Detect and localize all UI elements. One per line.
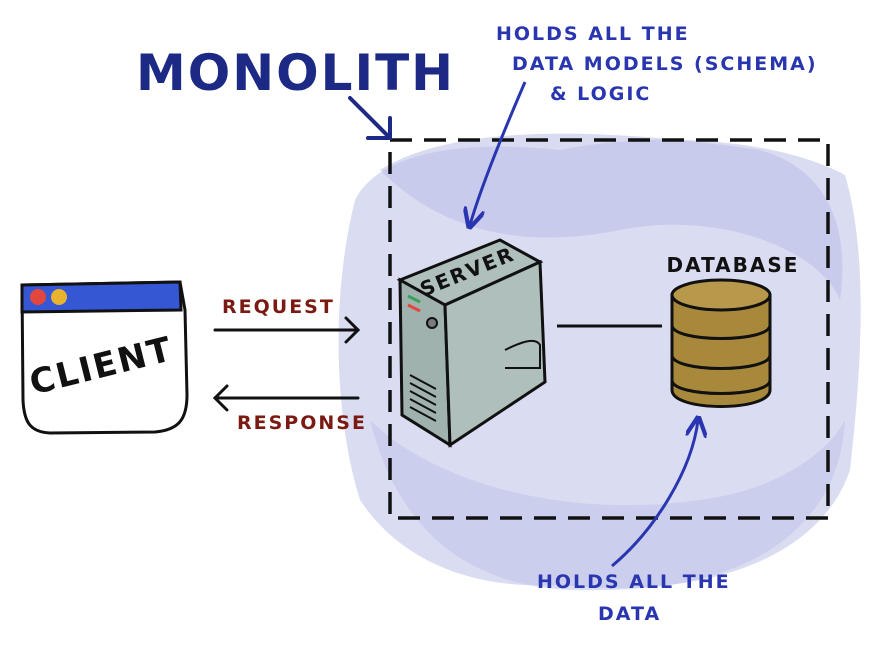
database-cylinder: DATABASE xyxy=(667,253,800,408)
request-label: REQUEST xyxy=(222,296,335,318)
monolith-title: MONOLITH xyxy=(136,44,455,102)
database-annotation: HOLDS ALL THE DATA xyxy=(537,571,731,625)
request-arrow xyxy=(213,316,361,344)
database-annotation-arrow xyxy=(611,420,698,568)
server-annotation: HOLDS ALL THE DATA MODELS (SCHEMA) & LOG… xyxy=(496,23,818,105)
response-arrow xyxy=(212,384,360,412)
server-annotation-arrow xyxy=(470,81,527,225)
database-label: DATABASE xyxy=(667,253,800,277)
client-window: CLIENT xyxy=(20,280,189,435)
server-note-line-3: & LOGIC xyxy=(550,83,651,105)
server-note-line-2: DATA MODELS (SCHEMA) xyxy=(512,53,818,75)
monolith-boundary xyxy=(388,138,830,520)
database-note-line-1: HOLDS ALL THE xyxy=(537,571,731,593)
title-arrow xyxy=(348,96,392,140)
server-tower: SERVER xyxy=(396,238,547,448)
database-note-line-2: DATA xyxy=(598,603,661,625)
client-close-dot xyxy=(30,289,46,305)
response-label: RESPONSE xyxy=(237,412,367,434)
client-minimize-dot xyxy=(51,289,67,305)
server-note-line-1: HOLDS ALL THE xyxy=(496,23,690,45)
